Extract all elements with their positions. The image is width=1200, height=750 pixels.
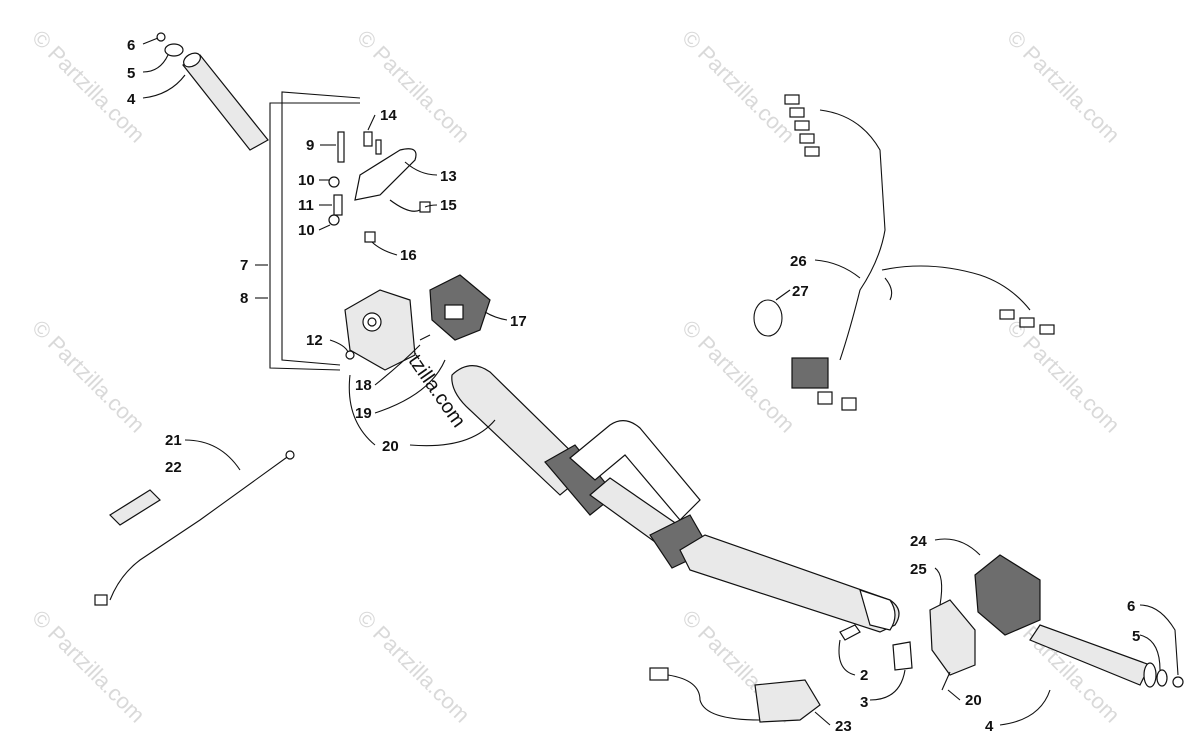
handlebar: [451, 365, 900, 633]
callout-label: 18: [355, 377, 372, 394]
callout-label: 21: [165, 432, 182, 449]
callout-label: 6: [127, 37, 135, 54]
callout-label: 26: [790, 253, 807, 270]
callout-label: 10: [298, 222, 315, 239]
wire-connector-23: [649, 667, 821, 723]
callout-label: 19: [355, 405, 372, 422]
callout-label: 25: [910, 561, 927, 578]
callout-label: 20: [965, 692, 982, 709]
callout-label: 17: [510, 313, 527, 330]
wiring-harness: [753, 94, 1055, 411]
callout-label: 20: [382, 438, 399, 455]
end-fittings: [839, 624, 913, 671]
callout-label: 4: [985, 718, 994, 735]
callout-label: 6: [1127, 598, 1135, 615]
right-control-housing: [929, 554, 1041, 691]
throttle-lever: [328, 131, 431, 243]
bracket-7-8: [269, 91, 361, 371]
callout-label: 24: [910, 533, 927, 550]
callout-label: 10: [298, 172, 315, 189]
callout-label: 12: [306, 332, 323, 349]
callout-label: 16: [400, 247, 417, 264]
callout-label: 15: [440, 197, 457, 214]
callout-label: 7: [240, 257, 248, 274]
leader-lines: [142, 37, 1179, 726]
callout-label: 14: [380, 107, 397, 124]
callout-label: 8: [240, 290, 248, 307]
throttle-cable: [94, 450, 295, 606]
callout-label: 22: [165, 459, 182, 476]
left-control-housing: [344, 289, 431, 371]
left-grip: [156, 32, 269, 151]
callout-label: 5: [127, 65, 135, 82]
right-grip: [1029, 624, 1184, 688]
callout-label: 3: [860, 694, 868, 711]
callout-label: 4: [127, 91, 136, 108]
callout-label: 11: [298, 197, 314, 214]
callout-label: 9: [306, 137, 314, 154]
callout-label: 13: [440, 168, 457, 185]
callout-label: 27: [792, 283, 809, 300]
callout-labels: 6 5 4 14 9 13 10 11 15 10 16 7 8 17 12 1…: [127, 37, 1140, 735]
switch-housing: [429, 274, 491, 341]
callout-label: 2: [860, 667, 868, 684]
callout-label: 23: [835, 718, 852, 735]
callout-label: 5: [1132, 628, 1140, 645]
